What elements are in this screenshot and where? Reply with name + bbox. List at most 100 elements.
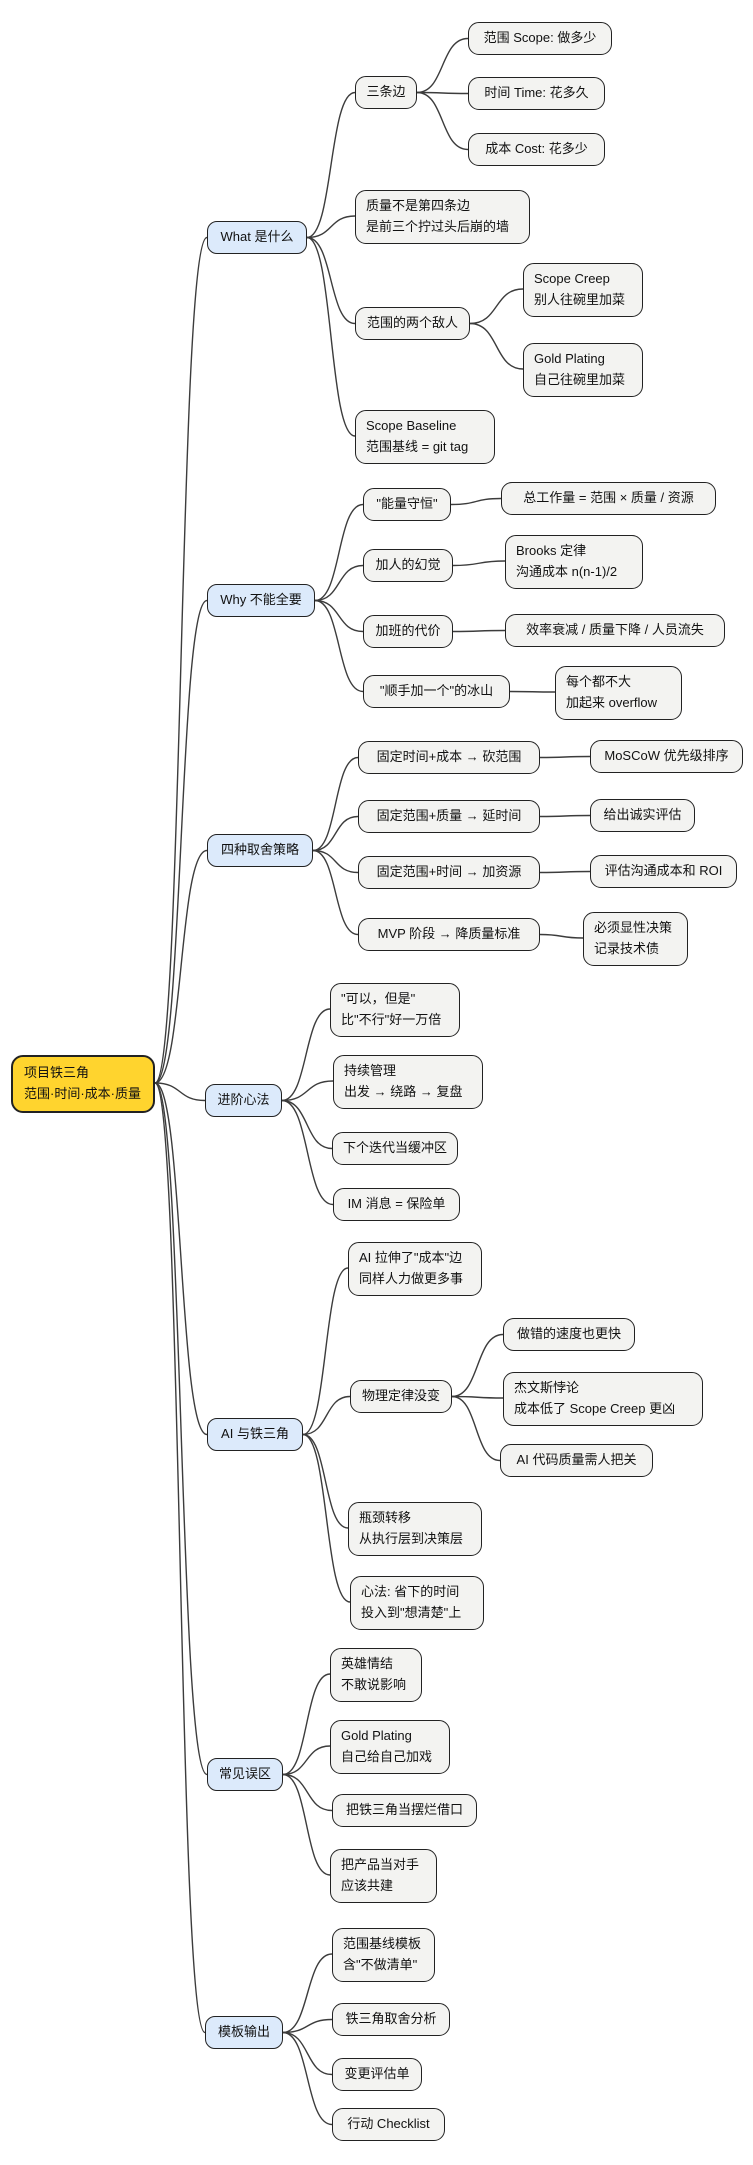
- node-edge-scope-text-0: 范围 Scope: 做多少: [483, 30, 597, 45]
- edge-to-gold-plating: [469, 322, 524, 370]
- edge-to-fix-scope-quality: [312, 815, 359, 852]
- node-mvp-stage[interactable]: MVP 阶段 → 降质量标准: [358, 918, 540, 951]
- node-comm-roi[interactable]: 评估沟通成本和 ROI: [590, 855, 737, 888]
- node-hero-complex[interactable]: 英雄情结不敢说影响: [330, 1648, 422, 1702]
- node-scope-enemies[interactable]: 范围的两个敌人: [355, 307, 470, 340]
- node-templates[interactable]: 模板输出: [205, 2016, 283, 2049]
- node-change-evaluation[interactable]: 变更评估单: [332, 2058, 422, 2091]
- node-ai[interactable]: AI 与铁三角: [207, 1418, 303, 1451]
- node-add-people-illusion-text-0: 加人的幻觉: [375, 557, 441, 572]
- edge-to-add-people-illusion: [314, 564, 364, 602]
- node-quality-wall[interactable]: 质量不是第四条边是前三个拧过头后崩的墙: [355, 190, 530, 244]
- node-efficiency-decay[interactable]: 效率衰减 / 质量下降 / 人员流失: [505, 614, 725, 647]
- node-moscow[interactable]: MoSCoW 优先级排序: [590, 740, 743, 773]
- node-im-insurance[interactable]: IM 消息 = 保险单: [333, 1188, 460, 1221]
- node-wrong-faster[interactable]: 做错的速度也更快: [503, 1318, 635, 1351]
- node-yes-but[interactable]: "可以，但是"比"不行"好一万倍: [330, 983, 460, 1037]
- node-three-edges[interactable]: 三条边: [355, 76, 417, 109]
- node-continuous-manage-text-1: 出发 → 绕路 → 复盘: [344, 1083, 463, 1099]
- node-overtime-cost[interactable]: 加班的代价: [363, 615, 453, 648]
- node-scope-baseline-template[interactable]: 范围基线模板含"不做清单": [332, 1928, 435, 1982]
- node-iron-triangle-excuse[interactable]: 把铁三角当摆烂借口: [332, 1794, 477, 1827]
- node-change-evaluation-text-0: 变更评估单: [344, 2066, 410, 2081]
- node-scope-baseline-text-0: Scope Baseline: [366, 418, 457, 433]
- edge-to-overflow: [509, 690, 556, 693]
- node-physics-unchanged[interactable]: 物理定律没变: [350, 1380, 452, 1413]
- node-what[interactable]: What 是什么: [207, 221, 307, 254]
- node-fix-scope-time[interactable]: 固定范围+时间 → 加资源: [358, 856, 540, 889]
- node-ai-cost-edge[interactable]: AI 拉伸了"成本"边同样人力做更多事: [348, 1242, 482, 1296]
- node-overflow[interactable]: 每个都不大加起来 overflow: [555, 666, 682, 720]
- node-tradeoff-analysis-text-0: 铁三角取舍分析: [345, 2011, 437, 2026]
- node-why[interactable]: Why 不能全要: [207, 584, 315, 617]
- node-jevons-paradox-text-1: 成本低了 Scope Creep 更凶: [514, 1400, 676, 1416]
- node-iron-triangle-excuse-text-0: 把铁三角当摆烂借口: [345, 1802, 463, 1817]
- node-hero-complex-text-0: 英雄情结: [341, 1656, 394, 1671]
- node-edge-cost-text-0: 成本 Cost: 花多少: [485, 141, 588, 156]
- node-strategies[interactable]: 四种取舍策略: [207, 834, 313, 867]
- node-fix-scope-quality[interactable]: 固定范围+质量 → 延时间: [358, 800, 540, 833]
- node-ai-code-quality[interactable]: AI 代码质量需人把关: [500, 1444, 653, 1477]
- edge-to-ai-code-quality: [451, 1395, 501, 1462]
- node-what-text-0: What 是什么: [220, 229, 294, 244]
- node-ai-text-0: AI 与铁三角: [221, 1426, 289, 1441]
- edge-to-what: [154, 236, 208, 1084]
- node-action-checklist[interactable]: 行动 Checklist: [332, 2108, 445, 2141]
- edge-to-product-partner: [282, 1773, 331, 1876]
- node-tradeoff-analysis[interactable]: 铁三角取舍分析: [332, 2003, 450, 2036]
- node-brooks-law[interactable]: Brooks 定律沟通成本 n(n-1)/2: [505, 535, 643, 589]
- node-product-partner-text-0: 把产品当对手: [341, 1857, 420, 1872]
- edge-to-ai-cost-edge: [302, 1267, 349, 1436]
- node-honest-estimate[interactable]: 给出诚实评估: [590, 799, 695, 832]
- edge-to-energy-conservation: [314, 503, 364, 602]
- node-brooks-law-text-1: 沟通成本 n(n-1)/2: [516, 563, 618, 579]
- node-energy-conservation[interactable]: "能量守恒": [363, 488, 451, 521]
- node-edge-time[interactable]: 时间 Time: 花多久: [468, 77, 605, 110]
- node-three-edges-text-0: 三条边: [366, 84, 406, 99]
- node-fix-time-cost[interactable]: 固定时间+成本 → 砍范围: [358, 741, 540, 774]
- node-iceberg[interactable]: "顺手加一个"的冰山: [363, 675, 510, 708]
- node-total-work-text-0: 总工作量 = 范围 × 质量 / 资源: [523, 490, 694, 505]
- node-root[interactable]: 项目铁三角范围·时间·成本·质量: [11, 1055, 155, 1113]
- edge-to-fix-scope-time: [312, 849, 359, 874]
- node-root-text-1: 范围·时间·成本·质量: [24, 1085, 141, 1101]
- node-next-iteration-buffer[interactable]: 下个迭代当缓冲区: [332, 1132, 459, 1165]
- node-ai-code-quality-text-0: AI 代码质量需人把关: [516, 1452, 637, 1467]
- node-product-partner[interactable]: 把产品当对手应该共建: [330, 1849, 437, 1903]
- node-next-iteration-buffer-text-0: 下个迭代当缓冲区: [343, 1140, 448, 1155]
- node-misconceptions[interactable]: 常见误区: [207, 1758, 283, 1791]
- edge-to-im-insurance: [281, 1099, 334, 1206]
- node-jevons-paradox[interactable]: 杰文斯悖论成本低了 Scope Creep 更凶: [503, 1372, 703, 1426]
- node-quality-wall-text-0: 质量不是第四条边: [366, 198, 471, 213]
- node-total-work[interactable]: 总工作量 = 范围 × 质量 / 资源: [501, 482, 716, 515]
- edge-to-total-work: [450, 497, 502, 506]
- edge-to-continuous-manage: [281, 1080, 334, 1102]
- node-brooks-law-text-0: Brooks 定律: [516, 543, 587, 558]
- node-scope-baseline-template-text-0: 范围基线模板: [343, 1936, 422, 1951]
- node-edge-scope[interactable]: 范围 Scope: 做多少: [468, 22, 612, 55]
- node-continuous-manage[interactable]: 持续管理出发 → 绕路 → 复盘: [333, 1055, 483, 1109]
- node-edge-cost[interactable]: 成本 Cost: 花多少: [468, 133, 605, 166]
- node-wrong-faster-text-0: 做错的速度也更快: [516, 1326, 621, 1341]
- edge-to-strategies: [154, 849, 208, 1084]
- node-jevons-paradox-text-0: 杰文斯悖论: [514, 1380, 580, 1395]
- edge-to-scope-baseline-template: [282, 1953, 333, 2034]
- edge-to-quality-wall: [306, 215, 356, 239]
- node-gold-plating-text-0: Gold Plating: [534, 351, 605, 366]
- edge-to-templates: [154, 1082, 206, 2034]
- node-add-people-illusion[interactable]: 加人的幻觉: [363, 549, 453, 582]
- node-time-mindset[interactable]: 心法: 省下的时间投入到"想清楚"上: [350, 1576, 484, 1630]
- node-templates-text-0: 模板输出: [217, 2024, 270, 2039]
- node-advanced[interactable]: 进阶心法: [205, 1084, 282, 1117]
- node-energy-conservation-text-0: "能量守恒": [376, 496, 438, 511]
- node-time-mindset-text-0: 心法: 省下的时间: [361, 1584, 460, 1599]
- node-bottleneck-shift[interactable]: 瓶颈转移从执行层到决策层: [348, 1502, 482, 1556]
- node-explicit-decision[interactable]: 必须显性决策记录技术债: [583, 912, 688, 966]
- node-action-checklist-text-0: 行动 Checklist: [347, 2116, 430, 2131]
